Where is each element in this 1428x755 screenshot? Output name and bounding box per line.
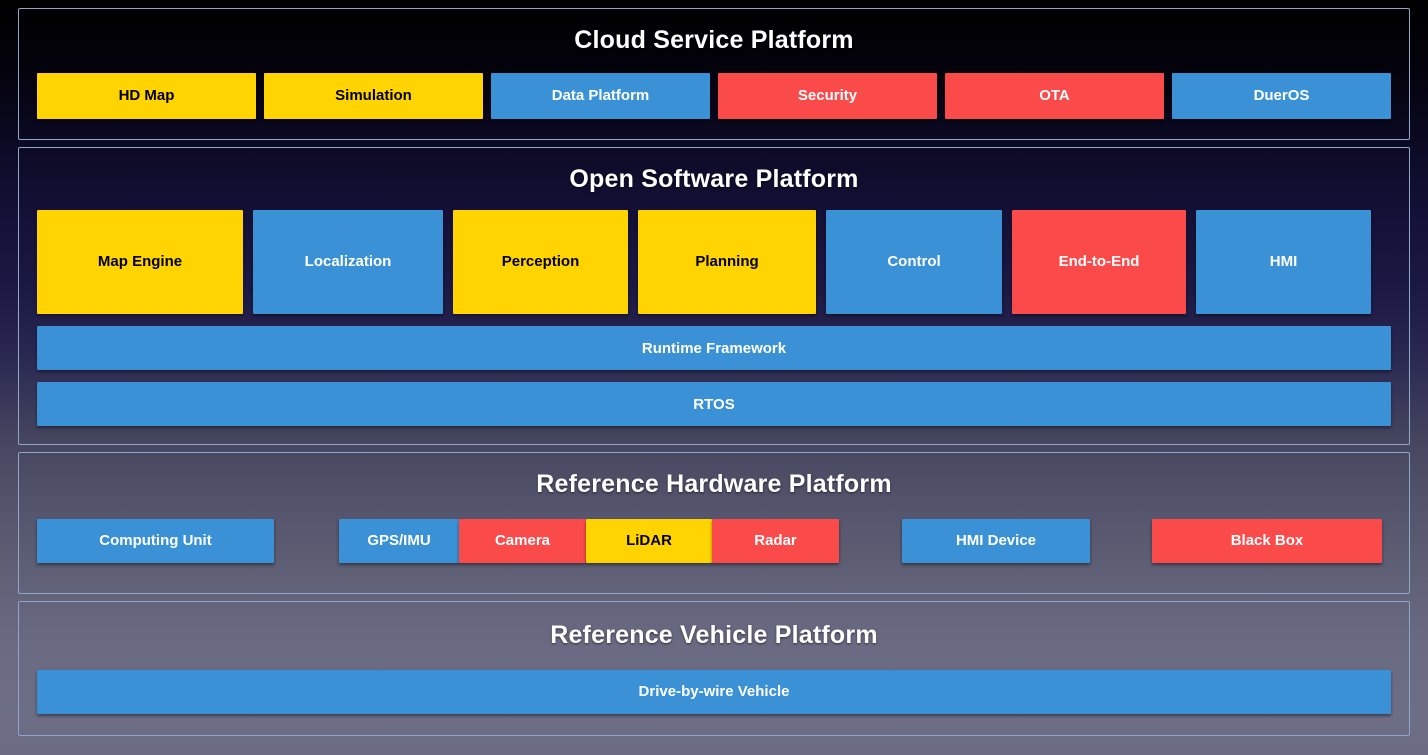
box-hmi-device[interactable]: HMI Device bbox=[902, 519, 1090, 563]
box-map-engine[interactable]: Map Engine bbox=[37, 210, 243, 314]
layer-title-hardware: Reference Hardware Platform bbox=[536, 470, 892, 498]
box-camera[interactable]: Camera bbox=[459, 519, 586, 563]
box-black-box[interactable]: Black Box bbox=[1152, 519, 1382, 563]
box-data-platform[interactable]: Data Platform bbox=[491, 73, 710, 119]
box-hd-map[interactable]: HD Map bbox=[37, 73, 256, 119]
rtos-bar[interactable]: RTOS bbox=[37, 382, 1391, 426]
hardware-gap bbox=[274, 519, 339, 563]
box-planning[interactable]: Planning bbox=[638, 210, 816, 314]
runtime-framework-bar[interactable]: Runtime Framework bbox=[37, 326, 1391, 370]
box-gps-imu[interactable]: GPS/IMU bbox=[339, 519, 459, 563]
box-simulation[interactable]: Simulation bbox=[264, 73, 483, 119]
box-control[interactable]: Control bbox=[826, 210, 1002, 314]
box-localization[interactable]: Localization bbox=[253, 210, 443, 314]
layer-reference-hardware-platform: Reference Hardware Platform Computing Un… bbox=[18, 452, 1410, 594]
box-radar[interactable]: Radar bbox=[712, 519, 839, 563]
layer-title-vehicle: Reference Vehicle Platform bbox=[550, 621, 878, 649]
box-lidar[interactable]: LiDAR bbox=[586, 519, 712, 563]
box-drive-by-wire-vehicle[interactable]: Drive-by-wire Vehicle bbox=[37, 670, 1391, 714]
box-hmi[interactable]: HMI bbox=[1196, 210, 1371, 314]
vehicle-box-row: Drive-by-wire Vehicle bbox=[37, 670, 1391, 714]
box-perception[interactable]: Perception bbox=[453, 210, 628, 314]
box-computing-unit[interactable]: Computing Unit bbox=[37, 519, 274, 563]
box-security[interactable]: Security bbox=[718, 73, 937, 119]
layer-title-software: Open Software Platform bbox=[569, 165, 859, 193]
hardware-group-1: Computing Unit bbox=[37, 519, 274, 563]
layer-reference-vehicle-platform: Reference Vehicle Platform Drive-by-wire… bbox=[18, 601, 1410, 736]
box-end-to-end[interactable]: End-to-End bbox=[1012, 210, 1186, 314]
hardware-group-4: Black Box bbox=[1152, 519, 1382, 563]
layer-title-cloud: Cloud Service Platform bbox=[574, 26, 854, 54]
hardware-group-3: HMI Device bbox=[902, 519, 1090, 563]
hardware-gap bbox=[839, 519, 902, 563]
box-ota[interactable]: OTA bbox=[945, 73, 1164, 119]
hardware-gap bbox=[1090, 519, 1152, 563]
box-dueros[interactable]: DuerOS bbox=[1172, 73, 1391, 119]
